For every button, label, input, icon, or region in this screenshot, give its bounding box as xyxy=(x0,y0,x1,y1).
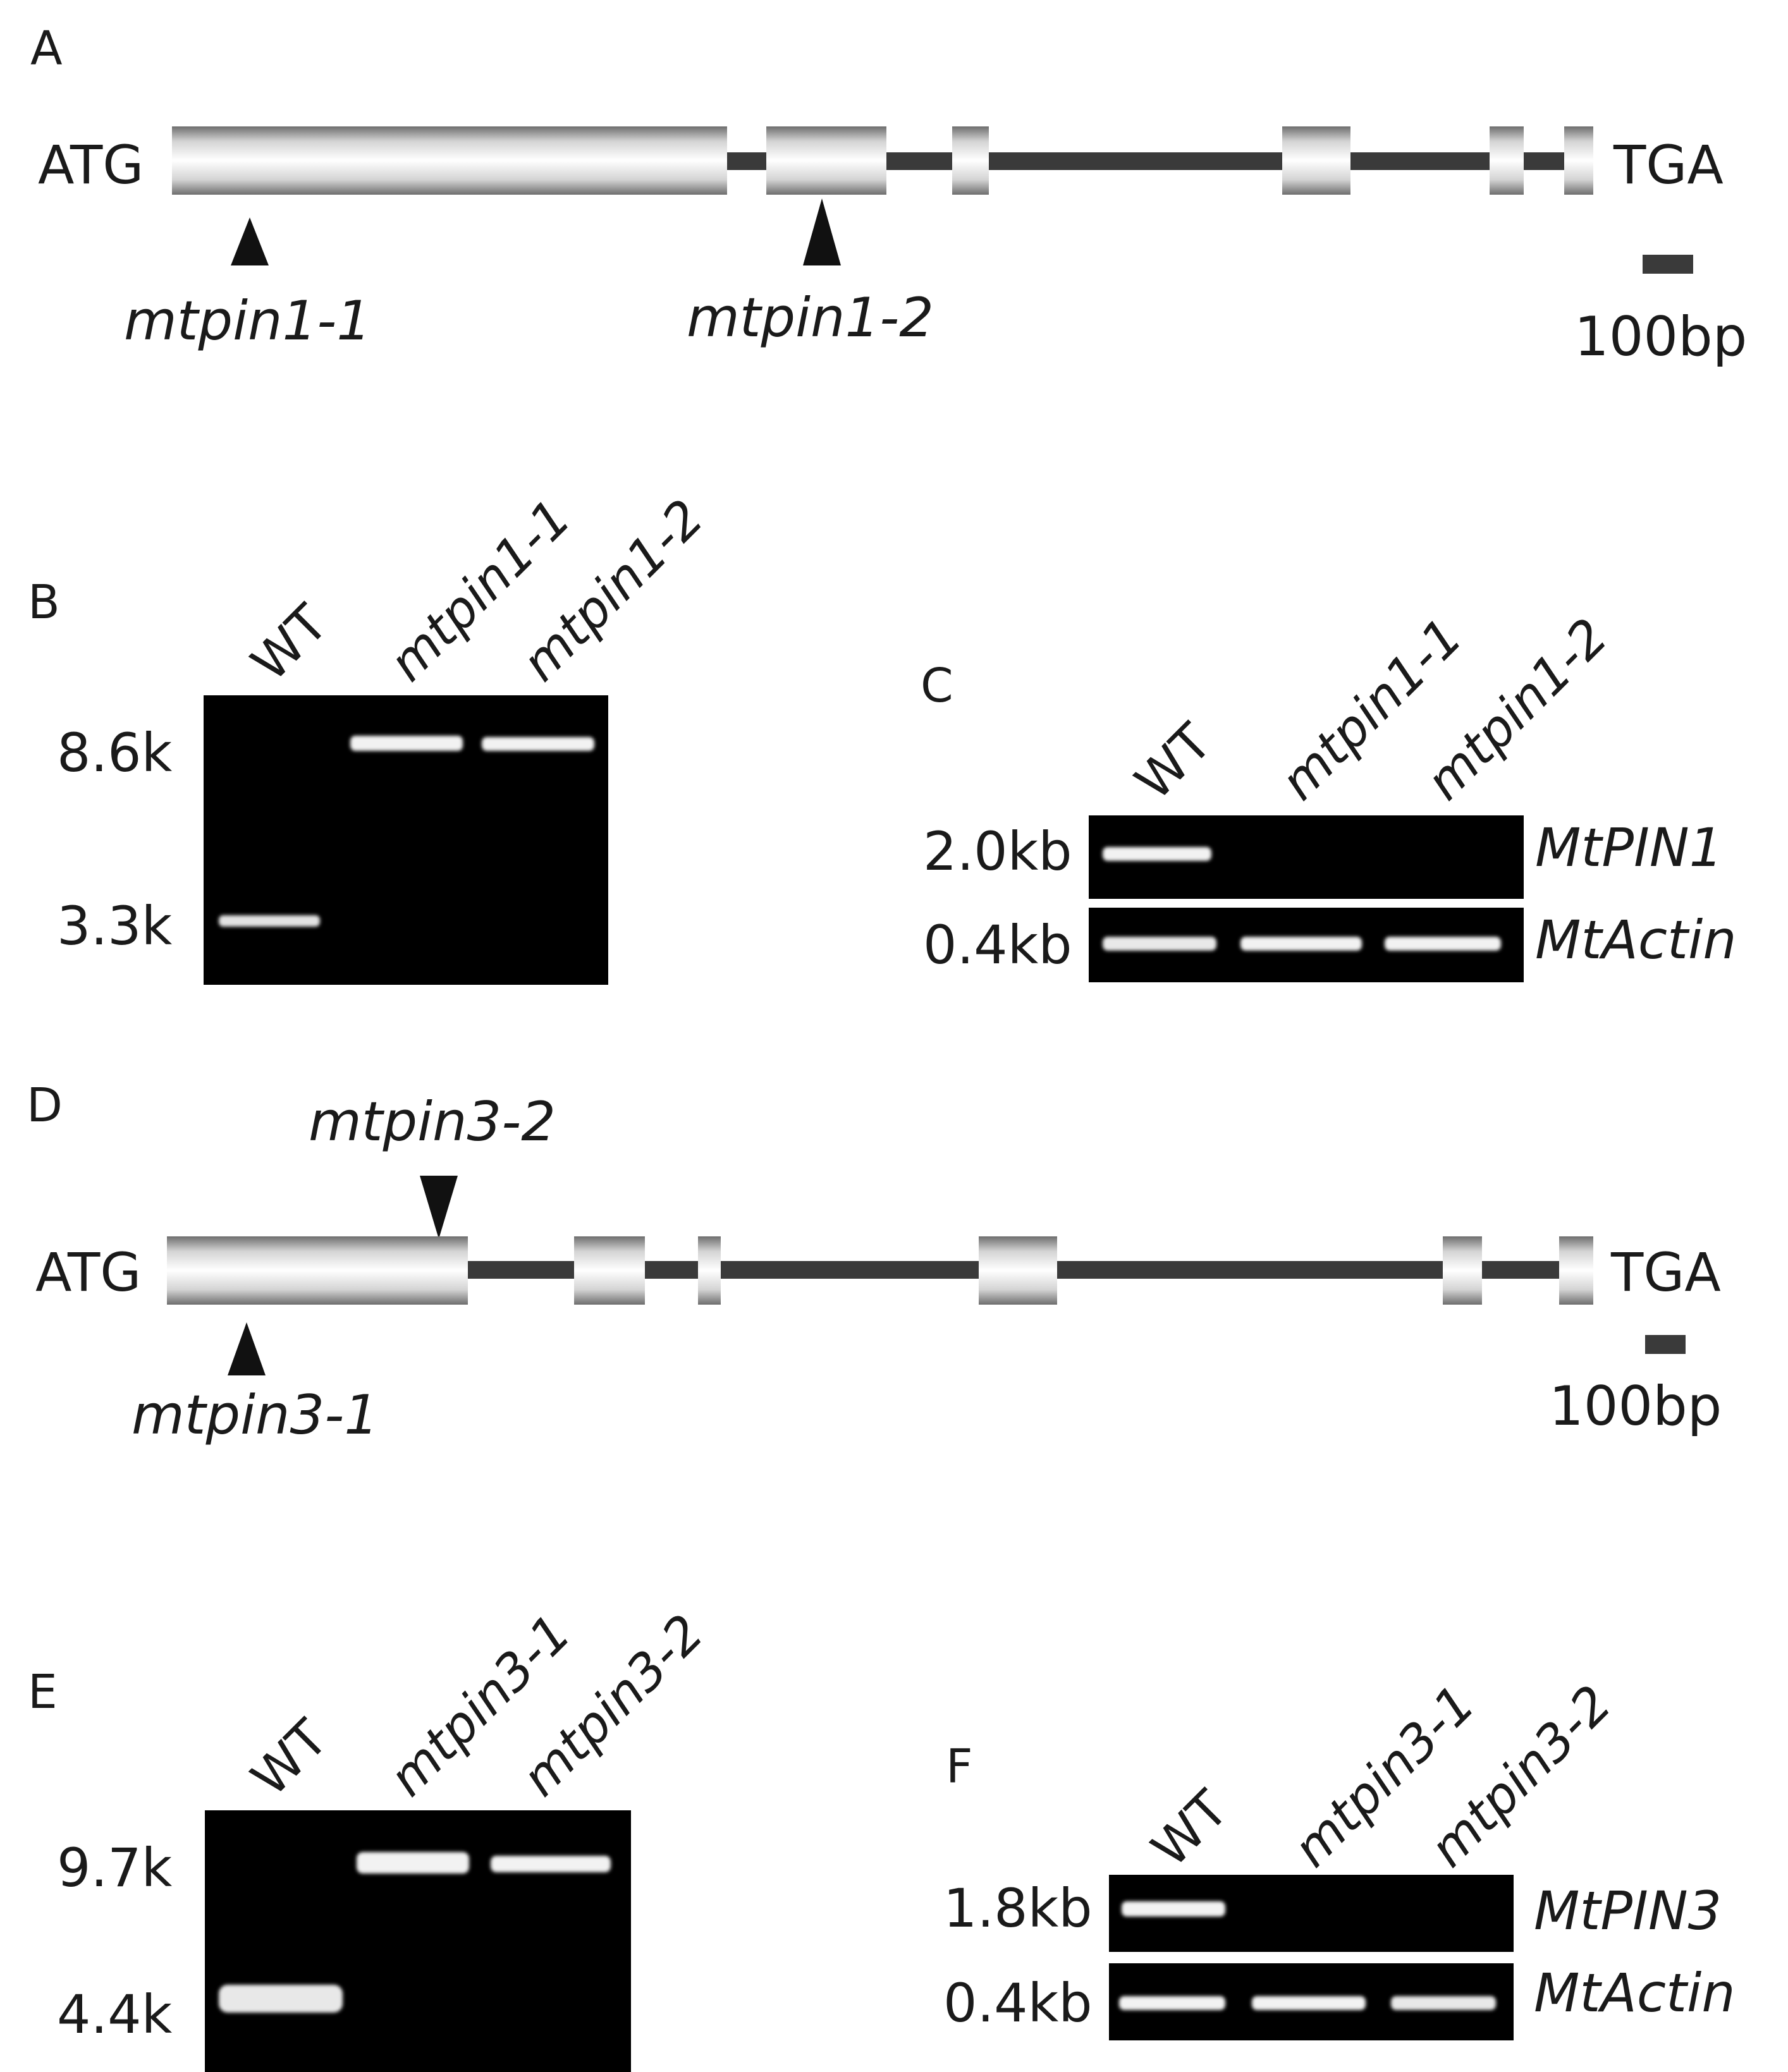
panel-a-exon-2 xyxy=(766,126,886,195)
panel-e: E WT mtpin3-1 mtpin3-2 9.7k 4.4k xyxy=(28,1604,715,2072)
panel-b-marker-upper: 8.6k xyxy=(57,722,173,784)
panel-b-band-wt-lower xyxy=(219,915,320,927)
panel-c-lane-label-wt: WT xyxy=(1124,712,1223,811)
panel-a-insertion-arrow-2 xyxy=(803,198,841,265)
panel-a-insertion-label-2: mtpin1-2 xyxy=(687,286,934,350)
panel-c-band-wt-target xyxy=(1103,847,1211,861)
panel-d-scale-label: 100bp xyxy=(1549,1375,1722,1438)
panel-e-lane-label-wt: WT xyxy=(240,1708,340,1807)
panel-a-exon-4 xyxy=(1282,126,1350,195)
panel-f-size-lower: 0.4kb xyxy=(943,1972,1093,2034)
panel-f-gene-lower: MtActin xyxy=(1534,1962,1736,2024)
panel-a-insertion-label-1: mtpin1-1 xyxy=(124,289,371,353)
panel-d-insertion-label-2: mtpin3-2 xyxy=(309,1090,556,1154)
panel-d-start-codon: ATG xyxy=(35,1241,141,1303)
panel-c-gene-upper: MtPIN1 xyxy=(1535,817,1723,879)
panel-d-insertion-label-1: mtpin3-1 xyxy=(132,1384,379,1447)
panel-d-insertion-arrow-2 xyxy=(420,1176,458,1239)
panel-c: C WT mtpin1-1 mtpin1-2 2.0kb 0.4kb MtPIN… xyxy=(921,607,1737,982)
panel-a-scale-label: 100bp xyxy=(1574,305,1747,369)
panel-b-band-mtpin1-2-upper xyxy=(482,737,594,751)
panel-e-marker-lower: 4.4k xyxy=(57,1984,173,2045)
panel-d-scale-bar xyxy=(1645,1335,1686,1354)
panel-a-insertion-arrow-1 xyxy=(231,217,269,265)
panel-e-marker-upper: 9.7k xyxy=(57,1837,173,1899)
panel-c-gene-lower: MtActin xyxy=(1535,909,1737,971)
panel-d-exon-6 xyxy=(1559,1236,1593,1305)
panel-a-start-codon: ATG xyxy=(38,134,144,196)
panel-c-size-lower: 0.4kb xyxy=(923,914,1072,976)
panel-a-exon-1 xyxy=(172,126,727,195)
panel-f-gene-upper: MtPIN3 xyxy=(1534,1880,1722,1942)
panel-a-scale-bar xyxy=(1643,255,1693,274)
panel-b-band-mtpin1-1-upper xyxy=(350,736,463,751)
panel-a-exon-5 xyxy=(1490,126,1524,195)
panel-a-exon-3 xyxy=(952,126,989,195)
panel-b-marker-lower: 3.3k xyxy=(57,895,173,957)
panel-b-lane-label-wt: WT xyxy=(240,593,340,692)
panel-f-band-wt-actin xyxy=(1119,1996,1225,2010)
panel-d-exon-5 xyxy=(1443,1236,1482,1305)
panel-f: F WT mtpin3-1 mtpin3-2 1.8kb 0.4kb MtPIN… xyxy=(943,1674,1736,2040)
panel-c-band-mtpin1-1-actin xyxy=(1240,937,1362,951)
panel-a-exon-6 xyxy=(1564,126,1593,195)
panel-c-size-upper: 2.0kb xyxy=(923,820,1072,882)
panel-f-band-mtpin3-2-actin xyxy=(1391,1996,1496,2010)
panel-f-band-wt-target xyxy=(1122,1901,1225,1917)
panel-d-exon-2 xyxy=(574,1236,645,1305)
panel-c-band-mtpin1-2-actin xyxy=(1385,937,1501,951)
panel-d-stop-codon: TGA xyxy=(1610,1241,1721,1303)
panel-e-band-wt-lower xyxy=(219,1985,343,2013)
panel-e-letter: E xyxy=(28,1665,58,1719)
panel-d-exon-1 xyxy=(167,1236,468,1305)
panel-d-letter: D xyxy=(27,1078,63,1133)
panel-f-band-mtpin3-1-actin xyxy=(1252,1996,1366,2010)
panel-a: A ATG TGA mtpin1-1 mtpin1-2 100bp xyxy=(30,21,1747,369)
panel-d-exon-3 xyxy=(698,1236,721,1305)
panel-a-stop-codon: TGA xyxy=(1613,134,1724,196)
panel-c-band-wt-actin xyxy=(1103,937,1216,951)
panel-e-band-mtpin3-2-upper xyxy=(491,1856,611,1872)
panel-f-lane-label-wt: WT xyxy=(1141,1779,1240,1878)
panel-e-band-mtpin3-1-upper xyxy=(357,1852,469,1874)
panel-f-size-upper: 1.8kb xyxy=(943,1877,1093,1939)
panel-d-exon-4 xyxy=(979,1236,1057,1305)
panel-b-letter: B xyxy=(28,575,60,630)
panel-d-insertion-arrow-1 xyxy=(228,1322,266,1375)
panel-f-letter: F xyxy=(946,1740,973,1794)
panel-a-letter: A xyxy=(30,21,63,76)
panel-b: B WT mtpin1-1 mtpin1-2 8.6k 3.3k xyxy=(28,489,715,985)
panel-c-letter: C xyxy=(921,659,953,713)
panel-d: D ATG TGA mtpin3-2 mtpin3-1 100bp xyxy=(27,1078,1722,1447)
panel-e-gel xyxy=(205,1810,631,2072)
